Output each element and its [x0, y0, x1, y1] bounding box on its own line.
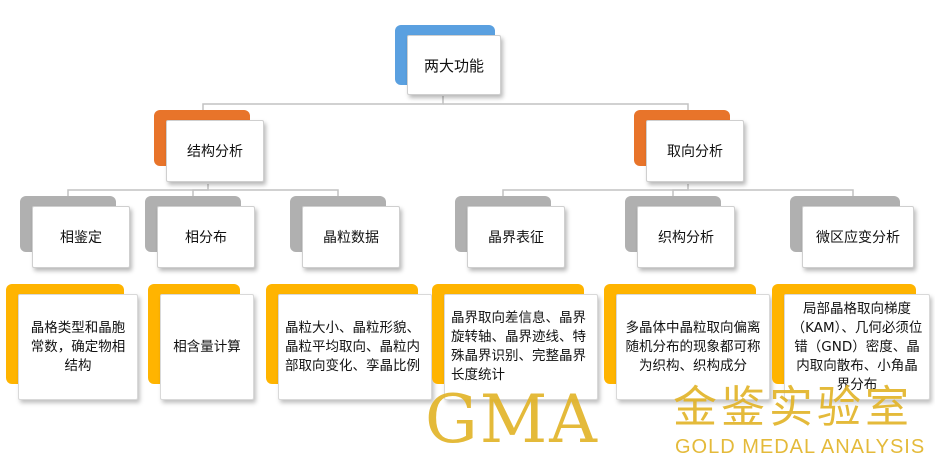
detail-text: 多晶体中晶粒取向偏离随机分布的现象都可称为织构、织构成分	[616, 294, 770, 400]
child-label: 织构分析	[637, 206, 735, 268]
detail-text: 局部晶格取向梯度（KAM）、几何必须位错（GND）密度、晶内取向散布、小角晶界分…	[784, 294, 930, 400]
detail-text: 晶格类型和晶胞常数，确定物相结构	[18, 294, 138, 400]
watermark-cn: 金鉴实验室	[673, 382, 913, 433]
detail-text: 晶粒大小、晶粒形貌、晶粒平均取向、晶粒内部取向变化、孪晶比例	[278, 294, 432, 400]
child-label: 相鉴定	[32, 206, 130, 268]
child-label: 晶界表征	[467, 206, 565, 268]
detail-text: 相含量计算	[160, 294, 254, 400]
child-label: 晶粒数据	[302, 206, 400, 268]
watermark-en: GOLD MEDAL ANALYSIS	[675, 436, 926, 458]
watermark-logo: GMA	[425, 381, 599, 458]
detail-text: 晶界取向差信息、晶界旋转轴、晶界迹线、特殊晶界识别、完整晶界长度统计	[444, 294, 598, 400]
branch-label: 结构分析	[166, 120, 264, 182]
branch-label: 取向分析	[646, 120, 744, 182]
root-label: 两大功能	[407, 35, 501, 95]
watermark: GMA 金鉴实验室 GOLD MEDAL ANALYSIS	[425, 381, 935, 466]
child-label: 相分布	[157, 206, 255, 268]
child-label: 微区应变分析	[802, 206, 914, 268]
